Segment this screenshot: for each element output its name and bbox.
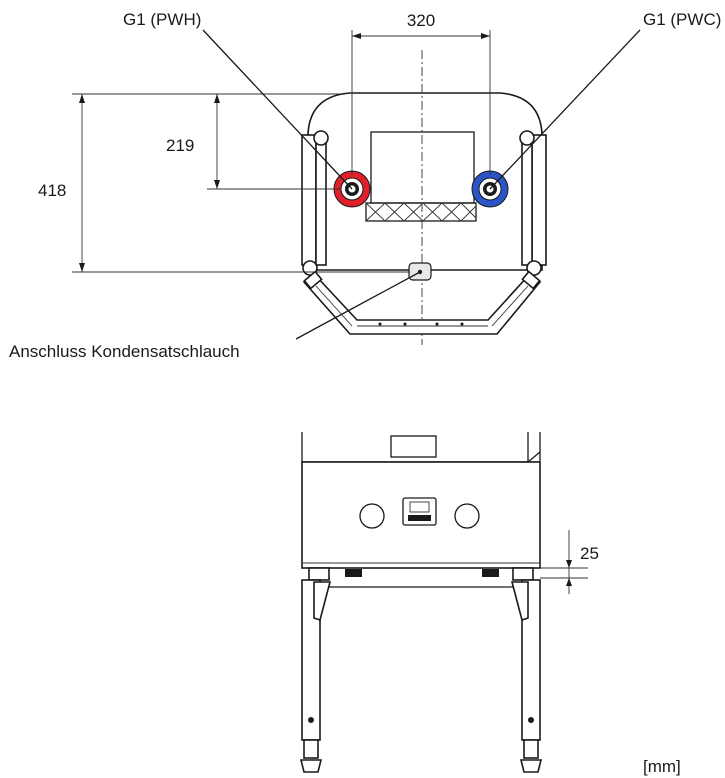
condensate-label: Anschluss Kondensatschlauch [9,342,240,361]
left-leg [299,579,332,773]
base-frame [302,270,542,335]
pwh-label: G1 (PWH) [123,10,201,29]
dimension-foot [540,530,588,594]
dimension-width-label: 320 [407,11,435,30]
bottom-bracket [365,202,477,222]
front-cold-fitting [454,503,480,529]
display-panel [402,497,437,526]
top-handle [390,435,437,458]
dimension-width [351,30,491,175]
dimension-upper-height-label: 219 [166,136,194,155]
pwh-leader [202,29,353,190]
dimension-total-height [72,93,410,273]
right-leg [510,579,543,773]
dimension-total-height-label: 418 [38,181,66,200]
dimension-upper-height [207,93,340,190]
left-side-rail [301,130,329,276]
pwc-label: G1 (PWC) [643,10,721,29]
front-view: 25 [299,432,599,773]
condensate-leader [295,271,421,340]
right-side-rail [519,130,547,276]
top-view: 320 219 418 G1 (PWH) G1 (PWC) Anschluss … [9,10,721,361]
unit-body-outline [307,92,543,271]
front-hot-fitting [359,503,385,529]
unit-label: [mm] [643,757,681,776]
pwc-leader [489,29,641,190]
dimension-foot-label: 25 [580,544,599,563]
